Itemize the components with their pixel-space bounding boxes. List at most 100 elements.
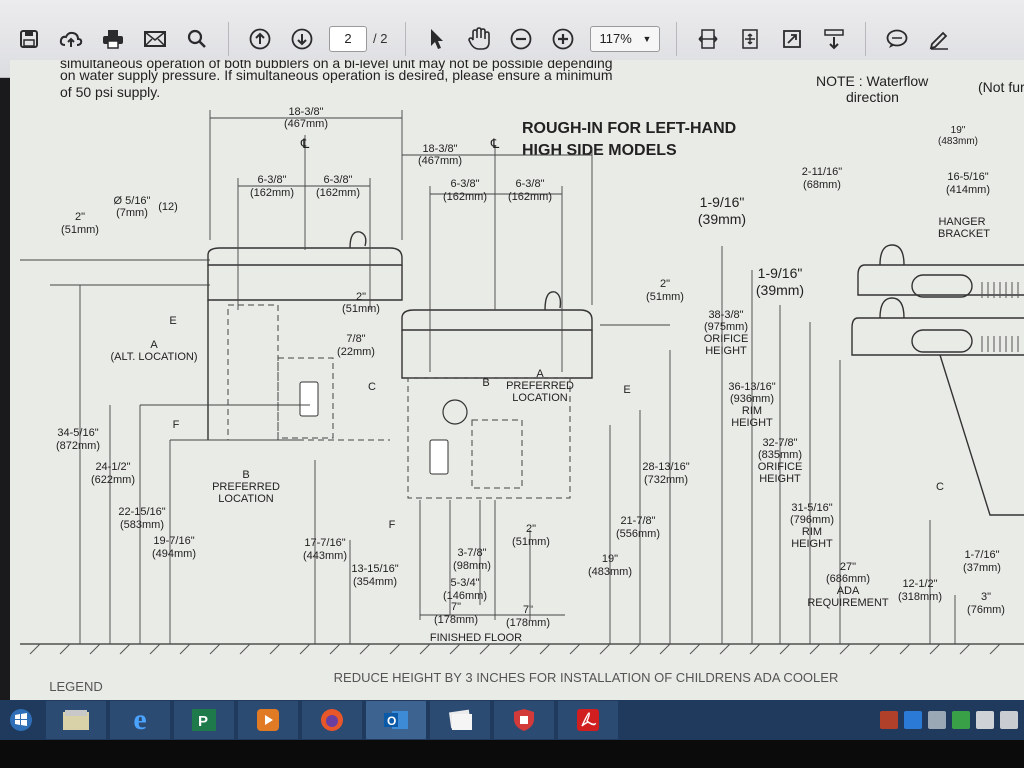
select-cursor-icon[interactable] [420, 22, 454, 56]
callout-label: E [623, 384, 630, 396]
dim-label: (467mm) [284, 118, 328, 130]
tray-shield-icon[interactable] [952, 711, 970, 729]
dim-label: 27" [840, 561, 856, 573]
tray-tools-icon[interactable] [928, 711, 946, 729]
dim-label: HEIGHT [731, 417, 773, 429]
save-icon[interactable] [12, 22, 46, 56]
heading-line1: ROUGH-IN FOR LEFT-HAND [522, 120, 736, 137]
firefox-icon[interactable] [302, 701, 362, 739]
next-page-icon[interactable] [285, 22, 319, 56]
dim-label: Ø 5/16" [114, 195, 151, 207]
lower-cooler-hidden-lines [407, 377, 571, 499]
dim-label: 19-7/16" [153, 535, 194, 547]
previous-page-icon[interactable] [243, 22, 277, 56]
tray-speaker-icon[interactable] [1000, 711, 1018, 729]
chevron-down-icon: ▼ [642, 33, 652, 44]
dim-label: (51mm) [61, 224, 99, 236]
dim-label: HEIGHT [759, 473, 801, 485]
tray-app-icon[interactable] [880, 711, 898, 729]
zoom-in-icon[interactable] [546, 22, 580, 56]
callout-label: B [242, 469, 249, 481]
dim-label: RIM [802, 526, 822, 538]
tray-j-icon[interactable] [904, 711, 922, 729]
valve-circle [442, 399, 468, 425]
dim-label: (39mm) [756, 282, 804, 298]
dim-label: (76mm) [967, 604, 1005, 616]
dim-label: 19" [602, 553, 618, 565]
internet-explorer-icon[interactable]: e [110, 701, 170, 739]
dim-label: (556mm) [616, 528, 660, 540]
dim-label: (483mm) [588, 566, 632, 578]
top-note-line3: of 50 psi supply. [60, 84, 160, 100]
print-icon[interactable] [96, 22, 130, 56]
pdf-document-page[interactable]: simultaneous operation of both bubblers … [10, 60, 1024, 700]
upper-cooler-hidden-lines [208, 304, 390, 441]
dim-label: (467mm) [418, 155, 462, 167]
dim-label: 18-3/8" [422, 143, 457, 155]
dim-label: 22-15/16" [118, 506, 165, 518]
upload-cloud-icon[interactable] [54, 22, 88, 56]
dim-label: (414mm) [946, 184, 990, 196]
comment-icon[interactable] [880, 22, 914, 56]
page-number-input[interactable]: 2 [329, 25, 367, 52]
dim-label: RIM [742, 405, 762, 417]
photos-icon[interactable] [430, 701, 490, 739]
dim-label: (686mm) [826, 573, 870, 585]
svg-text:O: O [387, 714, 396, 728]
fullscreen-icon[interactable] [775, 22, 809, 56]
hand-tool-icon[interactable] [462, 22, 496, 56]
email-icon[interactable] [138, 22, 172, 56]
footer-note: REDUCE HEIGHT BY 3 INCHES FOR INSTALLATI… [334, 670, 839, 685]
callout-label: F [173, 419, 180, 431]
callout-label: A [536, 368, 544, 380]
sign-pen-icon[interactable] [922, 22, 956, 56]
heading-line2: HIGH SIDE MODELS [522, 142, 677, 159]
toolbar-separator [405, 21, 407, 56]
search-icon[interactable] [180, 22, 214, 56]
file-explorer-icon[interactable] [46, 701, 106, 739]
monitor-bezel [0, 740, 1024, 768]
page-total: / 2 [373, 31, 388, 46]
dim-label: (178mm) [434, 614, 478, 626]
tray-network-icon[interactable] [976, 711, 994, 729]
dim-label: (583mm) [120, 519, 164, 531]
waterflow-note-direction: direction [846, 89, 899, 105]
dim-label: (483mm) [938, 136, 978, 147]
callout-label: BRACKET [938, 228, 990, 240]
dim-label: (443mm) [303, 550, 347, 562]
side-grille [981, 282, 1019, 352]
dim-label: (68mm) [803, 179, 841, 191]
dim-label: 6-3/8" [451, 178, 480, 190]
dim-label: ADA [837, 585, 860, 597]
scroll-mode-icon[interactable] [817, 22, 851, 56]
legend-label: LEGEND [49, 679, 102, 694]
dim-label: 21-7/8" [620, 515, 655, 527]
video-player-icon[interactable] [238, 701, 298, 739]
dim-label: 18-3/8" [288, 106, 323, 118]
callout-label: E [169, 315, 176, 327]
dim-label: (354mm) [353, 576, 397, 588]
side-elevation-outline [851, 244, 1024, 516]
rotate-view-icon[interactable] [733, 22, 767, 56]
acrobat-reader-icon[interactable] [558, 701, 618, 739]
dim-label: 32-7/8" [762, 437, 797, 449]
zoom-select[interactable]: 117% ▼ [590, 25, 661, 52]
svg-text:P: P [198, 713, 208, 730]
centerline-label: ℄ [490, 136, 500, 151]
dim-label: 24-1/2" [95, 461, 130, 473]
callout-label: C [368, 381, 376, 393]
dim-label: 2" [660, 278, 670, 290]
callout-label: B [482, 377, 489, 389]
start-button[interactable] [0, 701, 42, 739]
outlook-icon[interactable]: O [366, 701, 426, 739]
fit-page-icon[interactable] [691, 22, 725, 56]
dim-label: (39mm) [698, 211, 746, 227]
dim-label: (975mm) [704, 321, 748, 333]
zoom-out-icon[interactable] [504, 22, 538, 56]
dim-label: (178mm) [506, 617, 550, 629]
callout-label: LOCATION [218, 493, 273, 505]
publisher-icon[interactable]: P [174, 701, 234, 739]
dim-label: (12) [158, 201, 178, 213]
security-shield-icon[interactable] [494, 701, 554, 739]
top-note-line2: on water supply pressure. If simultaneou… [60, 67, 613, 83]
